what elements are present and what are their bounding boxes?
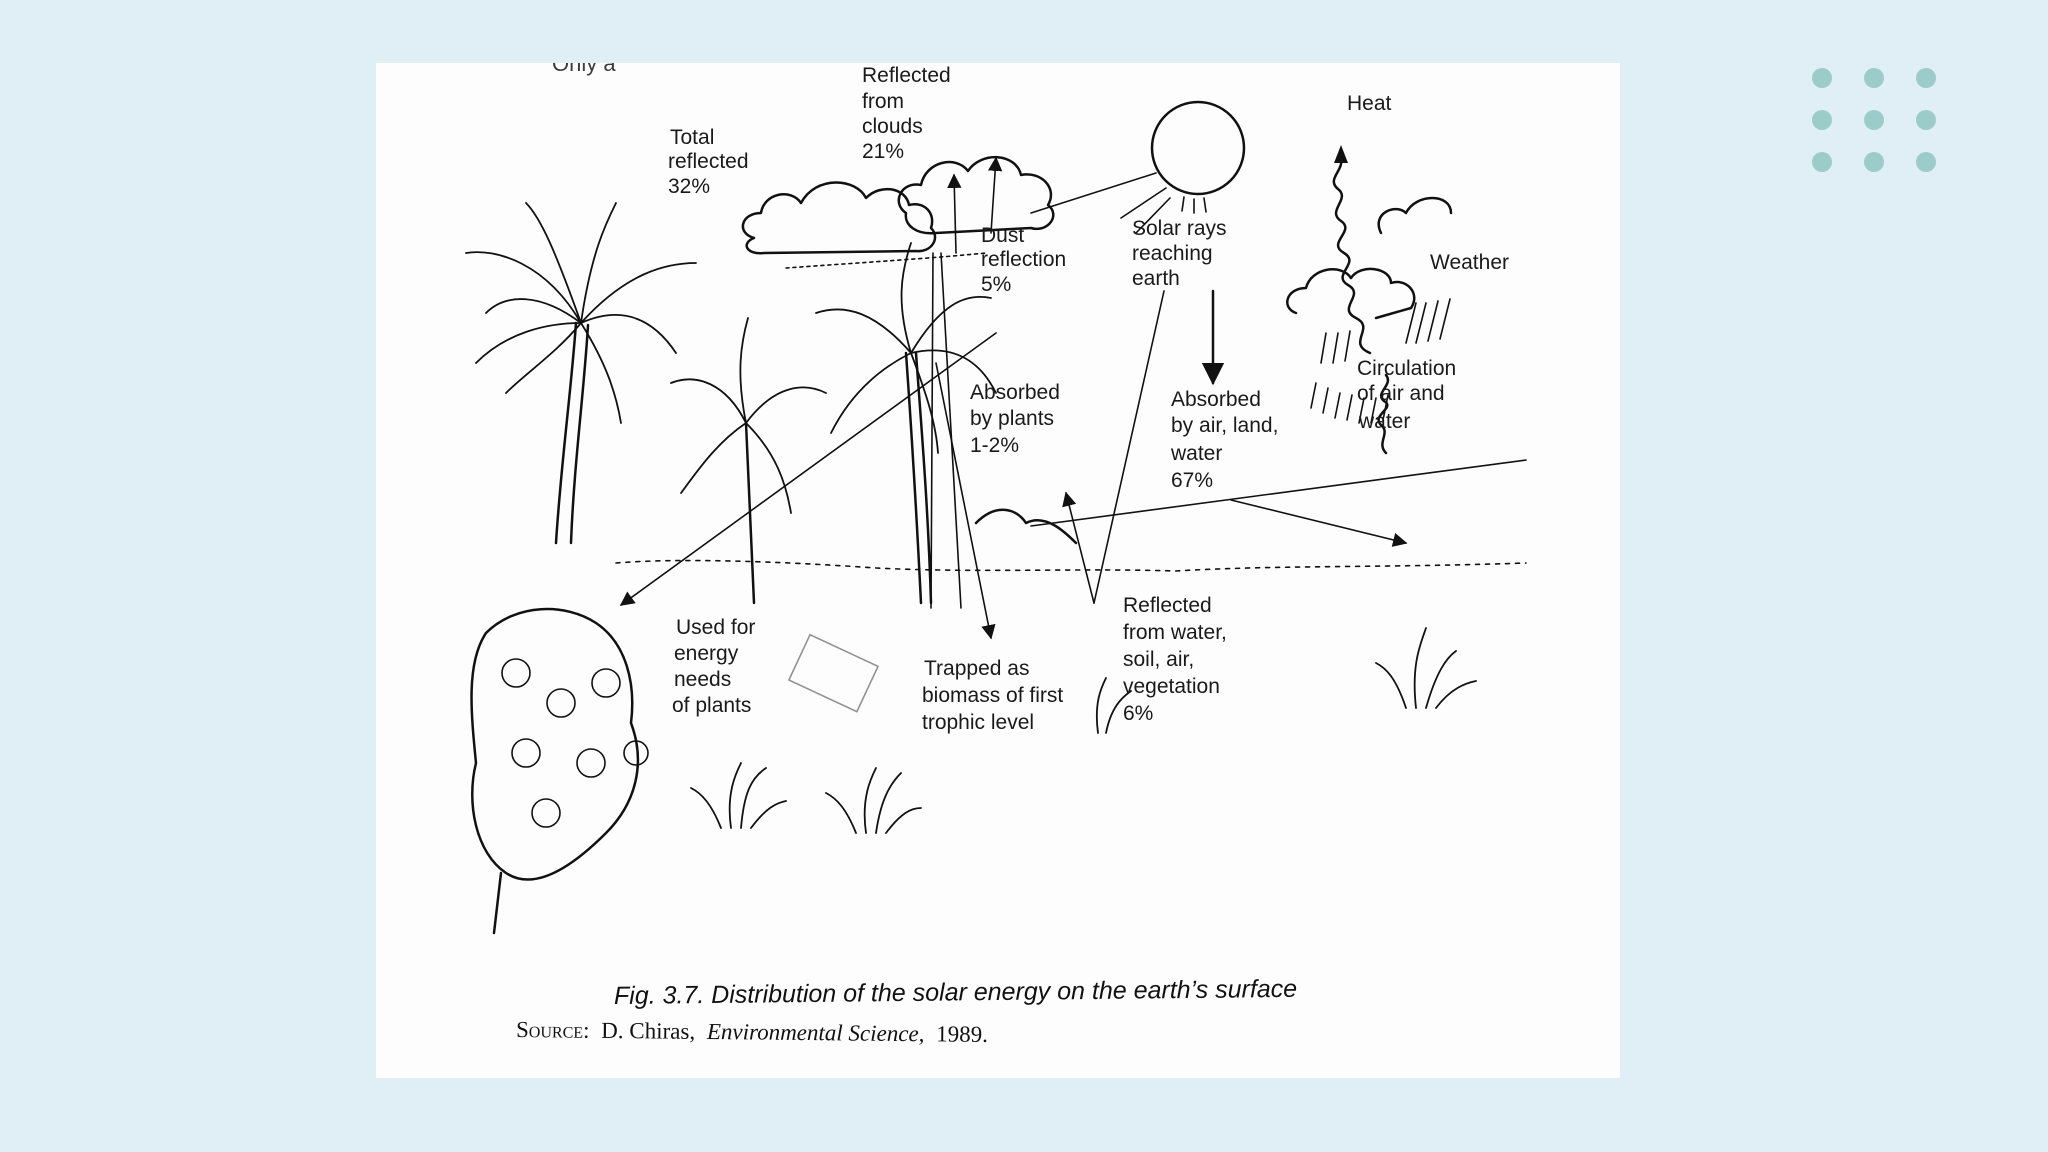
svg-text:21%: 21% (862, 140, 904, 163)
flower-bush-icon (470, 607, 649, 935)
svg-text:67%: 67% (1171, 469, 1213, 492)
ground-line-icon (615, 508, 1527, 572)
svg-text:needs: needs (674, 668, 731, 691)
svg-text:soil, air,: soil, air, (1123, 648, 1194, 671)
source-author: D. Chiras, (601, 1018, 695, 1044)
label-dust-reflection: Dust reflection 5% (981, 224, 1066, 296)
diagram-figure: Only a (376, 63, 1620, 1078)
sun-icon (1150, 100, 1246, 214)
svg-text:reaching: reaching (1132, 242, 1213, 265)
svg-text:by air, land,: by air, land, (1171, 414, 1278, 437)
svg-text:of plants: of plants (672, 694, 751, 717)
decor-dot (1864, 68, 1884, 88)
label-reflected-from-clouds: Reflected from clouds 21% (862, 64, 951, 163)
label-heat: Heat (1347, 92, 1392, 115)
label-circulation: Circulation of air and water (1357, 357, 1456, 433)
svg-text:Trapped as: Trapped as (924, 657, 1029, 680)
svg-text:vegetation: vegetation (1123, 675, 1220, 698)
svg-text:6%: 6% (1123, 702, 1153, 725)
svg-text:Used for: Used for (676, 616, 755, 639)
svg-text:reflection: reflection (981, 248, 1066, 271)
source-year: 1989. (936, 1021, 988, 1047)
top-fragment-text: Only a (552, 63, 616, 76)
decor-dot (1812, 68, 1832, 88)
svg-text:trophic level: trophic level (922, 711, 1034, 734)
svg-text:from: from (862, 90, 904, 113)
svg-text:water: water (1358, 410, 1410, 433)
svg-text:water: water (1170, 442, 1222, 465)
svg-text:clouds: clouds (862, 115, 923, 138)
label-absorbed-by-air: Absorbed by air, land, water 67% (1170, 388, 1278, 492)
palm-tree-left-icon (465, 202, 697, 545)
decor-dot (1916, 68, 1936, 88)
svg-text:earth: earth (1132, 267, 1180, 290)
svg-text:from water,: from water, (1123, 621, 1227, 644)
source-prefix: Source: (516, 1017, 590, 1043)
decor-dot (1916, 110, 1936, 130)
label-absorbed-by-plants: Absorbed by plants 1-2% (970, 381, 1060, 457)
svg-text:Dust: Dust (981, 224, 1024, 247)
svg-text:biomass of first: biomass of first (922, 684, 1063, 707)
palm-tree-right-icon (815, 242, 997, 605)
svg-text:Reflected: Reflected (862, 64, 951, 87)
svg-text:Reflected: Reflected (1123, 594, 1212, 617)
heat-arrow-icon (1332, 145, 1372, 355)
decor-dot (1812, 152, 1832, 172)
label-total-reflected: Total reflected 32% (668, 126, 749, 198)
label-reflected-from-water: Reflected from water, soil, air, vegetat… (1123, 594, 1227, 725)
source-title: Environmental Science, (706, 1019, 925, 1046)
label-solar-rays: Solar rays reaching earth (1132, 217, 1227, 290)
decorative-dot-grid (1812, 68, 1972, 178)
figure-caption: Fig. 3.7. Distribution of the solar ener… (614, 975, 1298, 1010)
svg-text:Absorbed: Absorbed (1171, 388, 1261, 411)
svg-text:by plants: by plants (970, 407, 1054, 430)
svg-text:Solar rays: Solar rays (1132, 217, 1227, 240)
label-used-for-energy: Used for energy needs of plants (672, 616, 755, 717)
decor-dot (1864, 152, 1884, 172)
reflecting-clouds-icon (741, 156, 1055, 269)
figure-source: Source: D. Chiras, Environmental Science… (516, 1017, 988, 1047)
svg-text:energy: energy (674, 642, 739, 665)
label-trapped-biomass: Trapped as biomass of first trophic leve… (922, 657, 1063, 734)
weather-cloud-icon (1286, 196, 1453, 455)
svg-text:reflected: reflected (668, 150, 749, 173)
decor-dot (1916, 152, 1936, 172)
decor-dot (1864, 110, 1884, 130)
svg-text:Absorbed: Absorbed (970, 381, 1060, 404)
palm-tree-middle-icon (670, 317, 827, 605)
label-weather: Weather (1430, 251, 1509, 274)
svg-text:Total: Total (670, 126, 714, 149)
svg-text:Circulation: Circulation (1357, 357, 1456, 380)
svg-text:of air and: of air and (1357, 382, 1445, 405)
stamp-watermark-icon (787, 633, 880, 713)
grass-tuft-icon (690, 627, 1477, 834)
decor-dot (1812, 110, 1832, 130)
svg-text:32%: 32% (668, 175, 710, 198)
svg-text:5%: 5% (981, 273, 1011, 296)
svg-text:1-2%: 1-2% (970, 434, 1019, 457)
